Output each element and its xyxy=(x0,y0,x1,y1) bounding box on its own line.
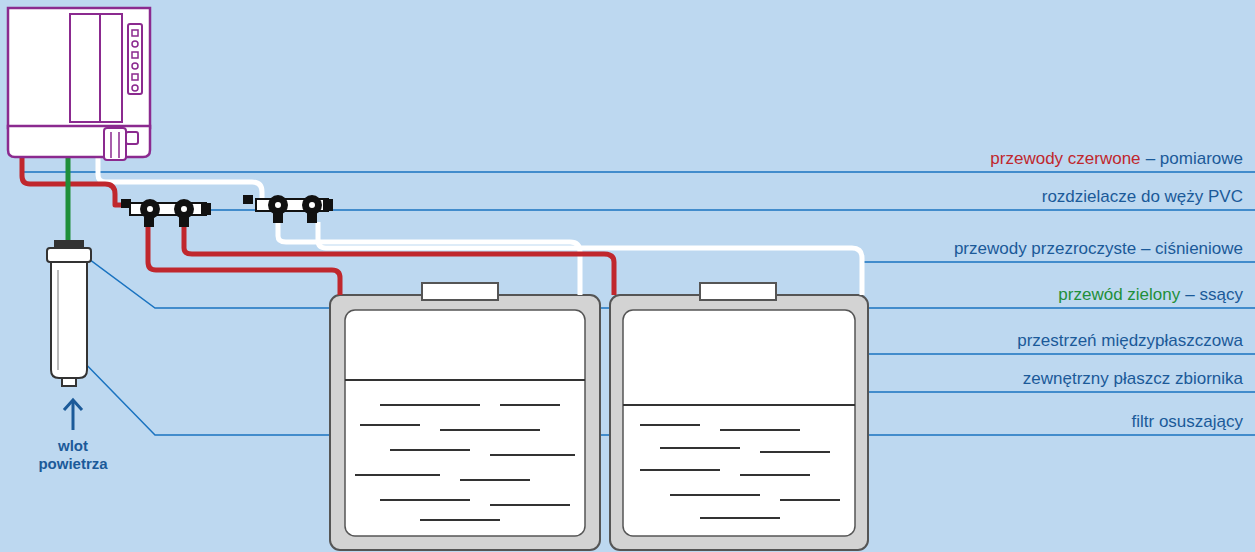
drying-filter xyxy=(47,240,91,386)
label-row: przewód zielony – ssący xyxy=(1058,285,1243,305)
manifold xyxy=(244,196,332,222)
inlet-label: wlot powietrza xyxy=(23,437,123,473)
callout-label: – pomiarowe xyxy=(1146,149,1243,168)
leak-detector xyxy=(8,8,150,160)
callout-label: przewody czerwone xyxy=(990,149,1140,168)
callout-label: filtr osuszający xyxy=(1132,412,1243,431)
callout-label: przewody przezroczyste – ciśnieniowe xyxy=(954,239,1243,258)
callout-label: zewnętrzny płaszcz zbiornika xyxy=(1023,369,1243,388)
tank xyxy=(610,283,868,550)
manifold xyxy=(122,200,210,226)
air-arrow xyxy=(64,400,82,430)
label-row: przewody przezroczyste – ciśnieniowe xyxy=(954,239,1243,259)
label-row: filtr osuszający xyxy=(1132,412,1243,432)
label-row: przestrzeń międzypłaszczowa xyxy=(1017,331,1243,351)
callout-label: przewód zielony xyxy=(1058,285,1180,304)
callout-label: przestrzeń międzypłaszczowa xyxy=(1017,331,1243,350)
callout-label: rozdzielacze do węży PVC xyxy=(1042,187,1243,206)
label-row: zewnętrzny płaszcz zbiornika xyxy=(1023,369,1243,389)
label-row: rozdzielacze do węży PVC xyxy=(1042,187,1243,207)
label-row: przewody czerwone – pomiarowe xyxy=(990,149,1243,169)
tank xyxy=(330,283,600,550)
callout-label: – ssący xyxy=(1185,285,1243,304)
